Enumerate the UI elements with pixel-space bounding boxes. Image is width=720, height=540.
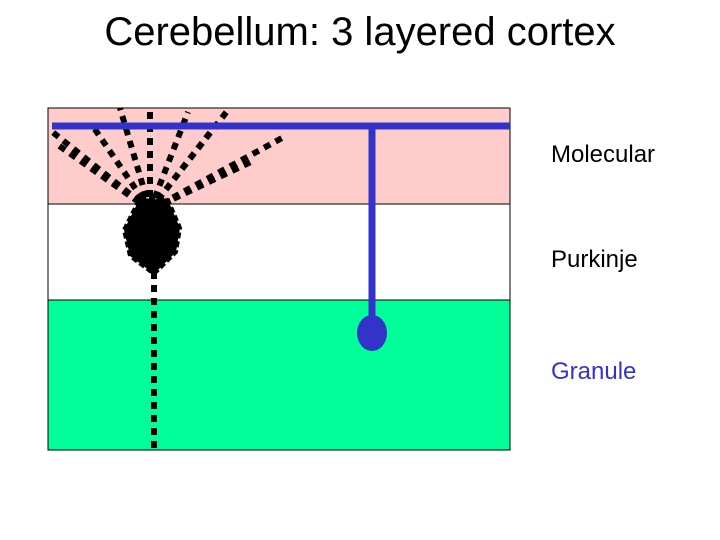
granule-layer (47, 299, 511, 451)
label-purkinje: Purkinje (551, 246, 638, 273)
purkinje-cell-body (121, 195, 183, 277)
granule-cell-body (357, 315, 387, 351)
label-molecular: Molecular (551, 141, 656, 168)
molecular-layer (47, 107, 511, 205)
slide-title: Cerebellum: 3 layered cortex (104, 10, 616, 54)
label-granule: Granule (551, 358, 637, 385)
purkinje-layer (47, 203, 511, 301)
